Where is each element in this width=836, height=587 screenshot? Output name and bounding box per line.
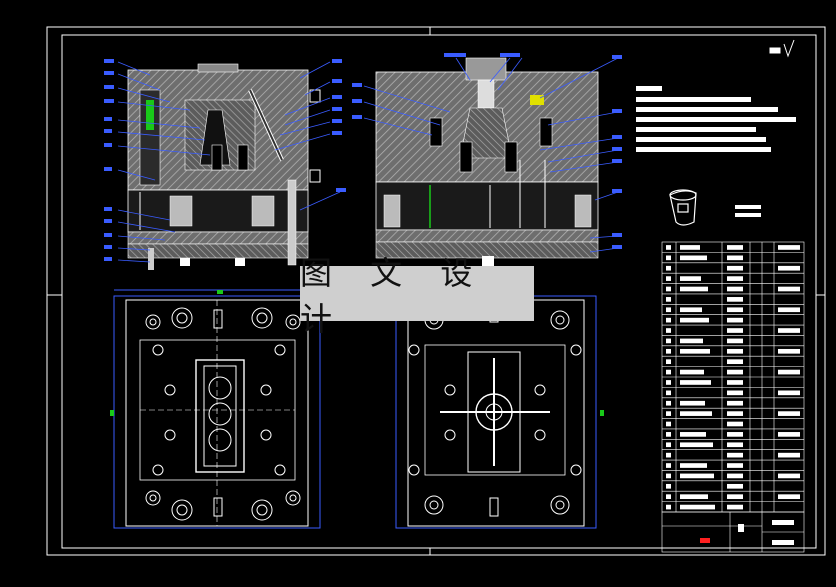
table-row-material: [727, 297, 743, 302]
table-row-material: [727, 400, 743, 406]
table-row-note: [778, 286, 800, 292]
left-part-numbers: [104, 59, 346, 261]
table-row-index: [666, 359, 671, 365]
table-row-material: [727, 452, 743, 458]
table-row-spec: [680, 463, 707, 468]
product-sketch: [669, 189, 761, 226]
table-row-note: [778, 494, 800, 500]
table-row-index: [666, 348, 671, 354]
table-row-spec: [680, 494, 708, 500]
table-row-note: [778, 411, 800, 416]
table-row-note: [778, 452, 800, 458]
table-row-spec: [680, 504, 715, 510]
table-row-index: [666, 369, 671, 375]
table-row-note: [778, 348, 800, 354]
table-row-index: [666, 286, 671, 292]
table-row-material: [727, 348, 743, 354]
table-row-index: [666, 297, 671, 302]
table-row-material: [727, 504, 743, 510]
table-row-note: [778, 473, 800, 479]
table-row-spec: [680, 255, 707, 261]
table-row-material: [727, 276, 743, 281]
table-row-index: [666, 307, 671, 313]
table-row-index: [666, 452, 671, 458]
table-row-material: [727, 245, 743, 250]
table-row-index: [666, 494, 671, 500]
table-row-spec: [680, 276, 701, 281]
table-row-material: [727, 317, 743, 323]
table-row-note: [778, 328, 800, 333]
table-row-material: [727, 473, 743, 479]
table-row-index: [666, 265, 671, 271]
table-row-spec: [680, 307, 702, 313]
table-row-note: [778, 432, 800, 437]
table-row-index: [666, 245, 671, 250]
table-row-material: [727, 411, 743, 416]
table-row-spec: [680, 245, 700, 250]
table-row-material: [727, 307, 743, 313]
table-row-index: [666, 328, 671, 333]
table-row-note: [778, 369, 800, 375]
table-row-material: [727, 255, 743, 261]
title-block: [661, 511, 805, 553]
table-row-material: [727, 463, 743, 468]
table-row-spec: [680, 432, 706, 437]
table-row-spec: [680, 317, 709, 323]
table-row-spec: [680, 442, 713, 448]
table-row-index: [666, 473, 671, 479]
right-plan-view: [395, 295, 604, 529]
parts-list-table: [661, 241, 805, 513]
table-row-material: [727, 359, 743, 365]
table-row-index: [666, 390, 671, 396]
table-row-index: [666, 255, 671, 261]
table-row-spec: [680, 286, 708, 292]
table-row-index: [666, 463, 671, 468]
right-section-view: [375, 57, 599, 266]
table-row-spec: [680, 380, 711, 385]
watermark-label: 图 文 设 计: [300, 254, 534, 338]
table-row-material: [727, 328, 743, 333]
roughness-symbol: [769, 39, 795, 58]
table-row-material: [727, 421, 743, 427]
table-row-material: [727, 432, 743, 437]
table-row-note: [778, 307, 800, 313]
table-row-material: [727, 390, 743, 396]
table-row-spec: [680, 369, 704, 375]
table-row-spec: [680, 338, 703, 344]
table-row-index: [666, 504, 671, 510]
table-row-material: [727, 380, 743, 385]
left-plan-view: [110, 289, 321, 529]
left-leader-lines: [117, 61, 341, 263]
table-row-index: [666, 276, 671, 281]
table-row-note: [778, 390, 800, 396]
technical-requirements-block: [636, 86, 796, 152]
table-row-material: [727, 483, 743, 489]
table-row-material: [727, 286, 743, 292]
table-row-material: [727, 265, 743, 271]
table-row-material: [727, 338, 743, 344]
table-row-index: [666, 317, 671, 323]
table-row-index: [666, 411, 671, 416]
table-row-index: [666, 380, 671, 385]
left-section-view: [127, 63, 321, 270]
table-row-note: [778, 245, 800, 250]
table-row-index: [666, 432, 671, 437]
table-row-index: [666, 421, 671, 427]
outer-frame: [46, 26, 826, 556]
table-row-note: [778, 265, 800, 271]
table-row-spec: [680, 400, 705, 406]
table-row-index: [666, 442, 671, 448]
table-row-index: [666, 338, 671, 344]
table-row-spec: [680, 411, 712, 416]
table-row-material: [727, 369, 743, 375]
table-row-spec: [680, 473, 714, 479]
table-row-index: [666, 400, 671, 406]
inner-frame: [61, 34, 817, 549]
table-row-material: [727, 494, 743, 500]
table-row-material: [727, 442, 743, 448]
table-row-index: [666, 483, 671, 489]
right-part-numbers: [352, 53, 622, 249]
table-row-spec: [680, 348, 710, 354]
